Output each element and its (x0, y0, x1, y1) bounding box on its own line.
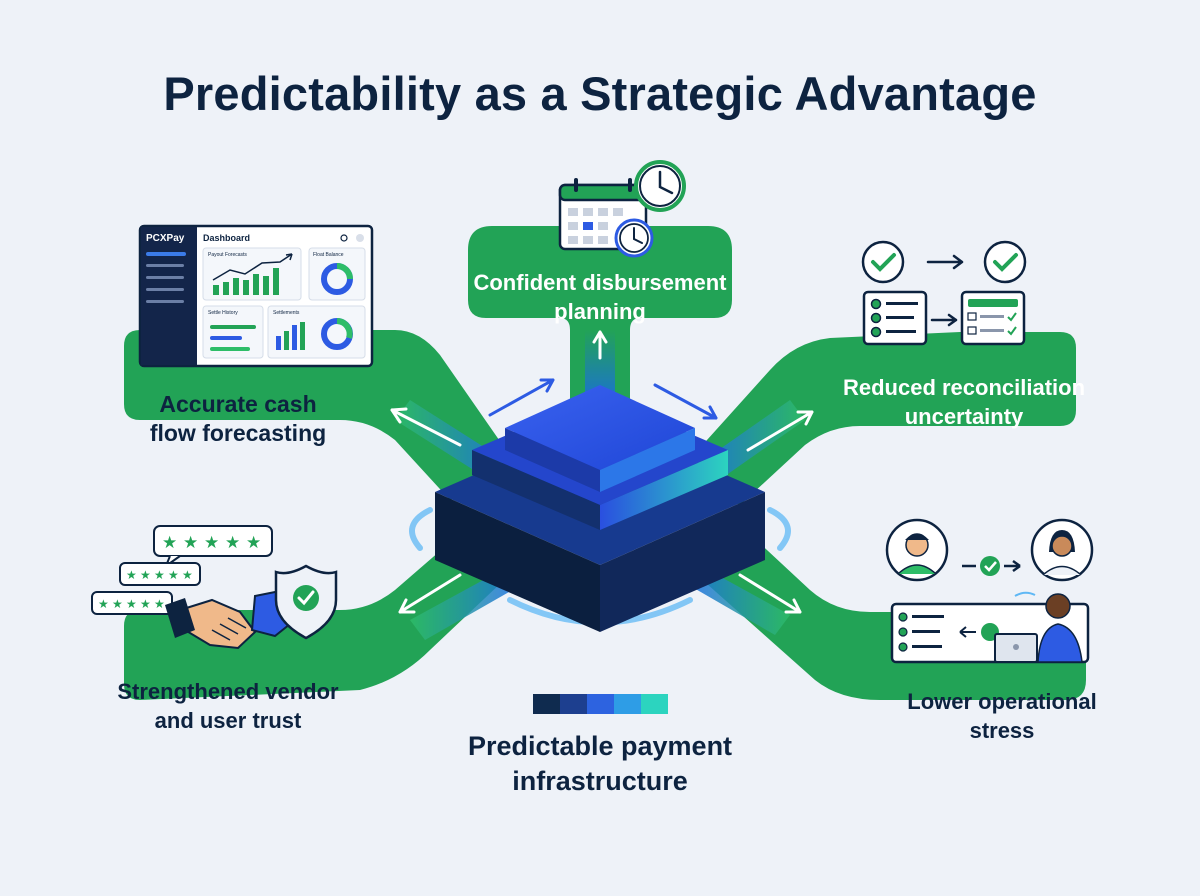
center-label: Predictable payment infrastructure (420, 729, 780, 799)
dashboard-card-title: Settle History (208, 310, 238, 316)
node-label-reconciliation: Reduced reconciliation uncertainty (836, 373, 1092, 431)
dashboard-card-title: Payout Forecasts (208, 252, 247, 258)
node-label-line: Confident disbursement (473, 270, 727, 295)
svg-text:★: ★ (204, 533, 219, 553)
node-label-line: planning (554, 299, 646, 324)
node-label-line: uncertainty (904, 404, 1024, 429)
svg-text:★: ★ (112, 597, 123, 611)
svg-text:★: ★ (140, 597, 151, 611)
node-label-trust: Strengthened vendor and user trust (96, 677, 360, 735)
trust-icon: ★★★★★ ★★★★★ ★★★★★ (91, 525, 338, 650)
center-label-line: infrastructure (512, 766, 688, 796)
svg-text:★: ★ (98, 597, 109, 611)
dashboard-header: Dashboard (203, 233, 250, 243)
star-icon: ★★★★★ ★★★★★ (98, 568, 193, 611)
svg-text:★: ★ (183, 533, 198, 553)
node-label-forecasting: Accurate cash flow forecasting (128, 390, 348, 448)
svg-text:★: ★ (140, 568, 151, 582)
flow-arrows (390, 330, 814, 614)
node-label-line: Accurate cash (159, 391, 317, 417)
node-label-disbursement: Confident disbursement planning (462, 268, 738, 326)
node-label-line: and user trust (154, 708, 302, 733)
node-label-line: flow forecasting (149, 420, 327, 446)
payment-infrastructure-block (435, 385, 765, 632)
node-label-line: Reduced reconciliation (842, 375, 1086, 400)
center-label-line: Predictable payment (467, 731, 733, 761)
svg-text:★: ★ (168, 568, 179, 582)
calendar-clock-icon (558, 160, 686, 258)
svg-text:★: ★ (246, 533, 261, 553)
blue-arrows (488, 378, 718, 420)
dashboard-mockup: PCXPay Dashboard Payout Forecasts Float … (138, 224, 374, 368)
dashboard-card-title: Float Balance (313, 252, 344, 258)
node-label-line: stress (969, 718, 1035, 743)
operational-stress-icon (885, 518, 1094, 664)
svg-text:★: ★ (162, 533, 177, 553)
svg-text:★: ★ (182, 568, 193, 582)
svg-text:★: ★ (225, 533, 240, 553)
svg-text:★: ★ (154, 597, 165, 611)
dashboard-logo: PCXPay (146, 233, 185, 244)
page-title: Predictability as a Strategic Advantage (163, 67, 1037, 120)
svg-text:★: ★ (126, 597, 137, 611)
svg-text:★: ★ (154, 568, 165, 582)
color-swatch-strip (533, 694, 668, 714)
star-icon: ★ ★ ★ ★ ★ (162, 533, 261, 553)
dashboard-card-title: Settlements (273, 310, 300, 316)
svg-text:★: ★ (126, 568, 137, 582)
node-label-line: Lower operational (907, 689, 1097, 714)
reconciliation-icon (861, 240, 1027, 346)
node-label-line: Strengthened vendor (117, 679, 339, 704)
node-label-stress: Lower operational stress (888, 687, 1116, 745)
